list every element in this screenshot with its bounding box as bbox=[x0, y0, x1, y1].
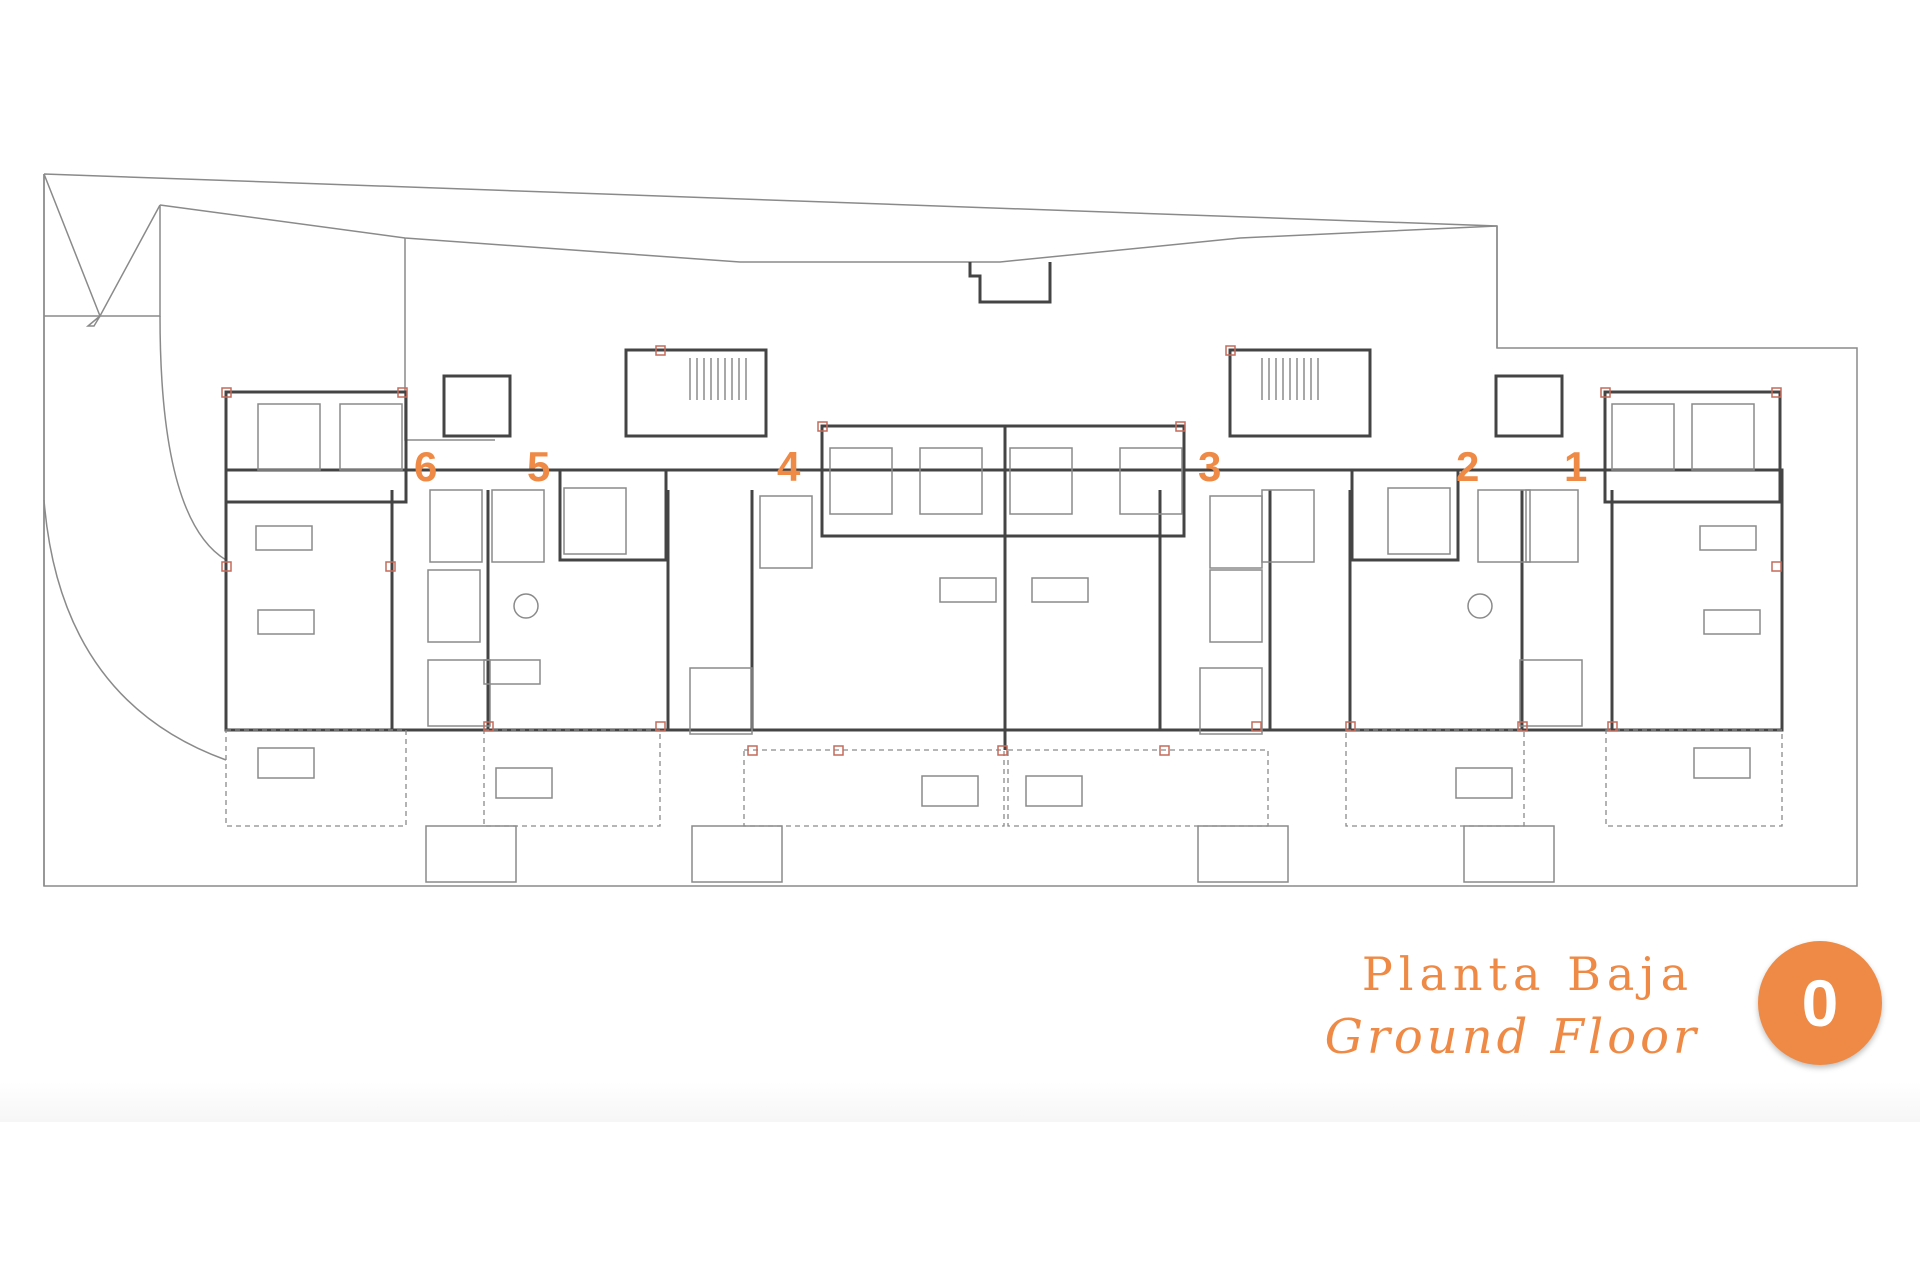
stair-core-right bbox=[1228, 348, 1372, 438]
bathroom-8 bbox=[1209, 569, 1263, 643]
bed-7 bbox=[1387, 487, 1451, 555]
table-6 bbox=[1703, 609, 1761, 635]
ramp-edge bbox=[44, 205, 161, 317]
unit-number-3[interactable]: 3 bbox=[1198, 443, 1222, 490]
round-table-right bbox=[1467, 593, 1493, 619]
terrace-table-5 bbox=[1693, 747, 1751, 779]
entrance-gate bbox=[968, 262, 1052, 304]
table-2 bbox=[483, 659, 541, 685]
bathroom-7 bbox=[427, 569, 481, 643]
column-0 bbox=[221, 387, 232, 398]
table-1 bbox=[257, 609, 315, 635]
column-12 bbox=[1517, 721, 1528, 732]
driveway-curve-inner bbox=[159, 315, 227, 561]
bottom-shade bbox=[0, 1082, 1920, 1122]
terrace-0 bbox=[225, 729, 407, 827]
garden-path-line bbox=[159, 204, 1498, 263]
unit-number-6[interactable]: 6 bbox=[414, 443, 438, 490]
terrace-5 bbox=[1605, 729, 1783, 827]
site-boundary bbox=[43, 173, 1858, 887]
bed-2 bbox=[563, 487, 627, 555]
column-20 bbox=[1225, 345, 1236, 356]
floor-number-badge: 0 bbox=[1758, 941, 1882, 1065]
parking-0 bbox=[425, 825, 517, 883]
table-0 bbox=[255, 525, 313, 551]
column-2 bbox=[221, 561, 232, 572]
bed-10 bbox=[427, 659, 491, 727]
bathroom-6 bbox=[1525, 489, 1579, 563]
bed-3 bbox=[829, 447, 893, 515]
bed-9 bbox=[1691, 403, 1755, 471]
driveway-curve-outer bbox=[43, 499, 227, 761]
parking-3 bbox=[1463, 825, 1555, 883]
central-bedroom-wing bbox=[820, 424, 1186, 538]
column-13 bbox=[1607, 721, 1618, 732]
garden-wall-left bbox=[404, 238, 495, 441]
bathroom-1 bbox=[491, 489, 545, 563]
bathroom-2 bbox=[759, 495, 813, 569]
unit-number-5[interactable]: 5 bbox=[527, 443, 551, 490]
bed-12 bbox=[1199, 667, 1263, 735]
table-3 bbox=[939, 577, 997, 603]
column-15 bbox=[1600, 387, 1611, 398]
unit-number-2[interactable]: 2 bbox=[1456, 443, 1480, 490]
entrance-arrow bbox=[85, 315, 101, 327]
terrace-table-4 bbox=[1455, 767, 1513, 799]
unit-5-bedroom bbox=[558, 468, 668, 562]
bed-6 bbox=[1119, 447, 1183, 515]
table-5 bbox=[1699, 525, 1757, 551]
column-14 bbox=[1771, 387, 1782, 398]
lift-right bbox=[1494, 374, 1564, 438]
parking-1 bbox=[691, 825, 783, 883]
column-9 bbox=[1159, 745, 1170, 756]
bed-0 bbox=[257, 403, 321, 471]
unit-2-bedroom bbox=[1350, 468, 1460, 562]
unit-number-4[interactable]: 4 bbox=[777, 443, 801, 490]
bed-1 bbox=[339, 403, 403, 471]
unit-6-bedroom-wing bbox=[224, 390, 408, 504]
terrace-4 bbox=[1345, 729, 1525, 827]
table-4 bbox=[1031, 577, 1089, 603]
round-table-left bbox=[513, 593, 539, 619]
column-5 bbox=[655, 721, 666, 732]
column-8 bbox=[997, 745, 1008, 756]
terrace-1 bbox=[483, 729, 661, 827]
column-3 bbox=[385, 561, 396, 572]
bed-4 bbox=[919, 447, 983, 515]
lift-left bbox=[442, 374, 512, 438]
bathroom-0 bbox=[429, 489, 483, 563]
column-6 bbox=[747, 745, 758, 756]
terrace-table-1 bbox=[495, 767, 553, 799]
terrace-2 bbox=[743, 749, 1005, 827]
unit-number-1[interactable]: 1 bbox=[1564, 443, 1588, 490]
ramp-cross bbox=[43, 173, 161, 318]
bathroom-4 bbox=[1261, 489, 1315, 563]
floor-title-spanish: Planta Baja bbox=[1361, 947, 1694, 1001]
column-16 bbox=[1771, 561, 1782, 572]
stair-core-left bbox=[624, 348, 768, 438]
bed-8 bbox=[1611, 403, 1675, 471]
bed-5 bbox=[1009, 447, 1073, 515]
terrace-3 bbox=[1007, 749, 1269, 827]
column-18 bbox=[1175, 421, 1186, 432]
column-4 bbox=[483, 721, 494, 732]
terrace-table-2 bbox=[921, 775, 979, 807]
column-11 bbox=[1345, 721, 1356, 732]
column-19 bbox=[655, 345, 666, 356]
bathroom-5 bbox=[1477, 489, 1531, 563]
terrace-table-0 bbox=[257, 747, 315, 779]
bathroom-3 bbox=[1209, 495, 1263, 569]
terrace-table-3 bbox=[1025, 775, 1083, 807]
bed-11 bbox=[689, 667, 753, 735]
unit-1-bedroom-wing bbox=[1603, 390, 1782, 504]
floor-title-english: Ground Floor bbox=[1324, 1009, 1700, 1065]
column-17 bbox=[817, 421, 828, 432]
column-7 bbox=[833, 745, 844, 756]
parking-2 bbox=[1197, 825, 1289, 883]
column-1 bbox=[397, 387, 408, 398]
bed-13 bbox=[1519, 659, 1583, 727]
column-10 bbox=[1251, 721, 1262, 732]
